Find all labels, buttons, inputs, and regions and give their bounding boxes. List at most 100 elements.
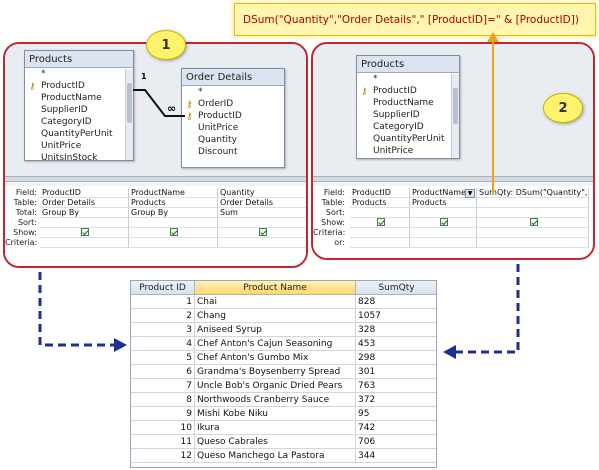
table-field[interactable]: Quantity [182, 134, 284, 146]
grid-cell-null[interactable] [129, 238, 218, 248]
table-field[interactable]: ProductName [357, 97, 459, 109]
grid-cell-field[interactable]: SumQty: DSum("Quantity","O [477, 188, 589, 198]
pane-splitter[interactable] [313, 176, 593, 182]
dropdown-arrow-button[interactable]: ▼ [465, 189, 475, 198]
show-checkbox[interactable] [81, 228, 89, 236]
table-field[interactable]: * [357, 73, 459, 85]
table-field[interactable]: * [182, 86, 284, 98]
table-field[interactable]: UnitPrice [357, 145, 459, 157]
grid-cell-show[interactable] [350, 218, 410, 228]
table-field[interactable]: ProductName [25, 92, 133, 104]
grid-cell-field[interactable]: ProductName [129, 188, 218, 198]
table-field[interactable]: SupplierID [357, 109, 459, 121]
grid-cell-null[interactable] [40, 238, 129, 248]
column-header-sumqty[interactable]: SumQty [356, 281, 436, 295]
column-header-product-name[interactable]: Product Name [195, 281, 356, 295]
grid-cell-sort[interactable] [129, 218, 218, 228]
grid-cell-sort[interactable] [40, 218, 129, 228]
grid-cell-field[interactable]: Quantity [218, 188, 306, 198]
field-name: * [198, 87, 203, 97]
grid-cell-total[interactable]: Sum [218, 208, 306, 218]
scrollbar[interactable] [125, 69, 133, 160]
show-checkbox[interactable] [376, 218, 385, 226]
grid-cell-sort[interactable] [218, 218, 306, 228]
grid-cell-null[interactable] [477, 238, 589, 248]
table-field[interactable]: UnitPrice [182, 122, 284, 134]
table-field[interactable]: Discount [182, 146, 284, 158]
field-name: ProductName [41, 93, 102, 103]
grid-cell-show[interactable] [218, 228, 306, 238]
grid-cell-show[interactable] [410, 218, 477, 228]
grid-cell-null[interactable] [350, 238, 410, 248]
grid-cell-show[interactable] [40, 228, 129, 238]
cell-product-name: Northwoods Cranberry Sauce [195, 393, 356, 407]
relationship-many-label: ∞ [167, 102, 177, 115]
cell-product-name: Chai [195, 295, 356, 309]
cell-product-id: 1 [131, 295, 195, 309]
grid-cell-table[interactable]: Products [350, 198, 410, 208]
grid-cell-total[interactable]: Group By [40, 208, 129, 218]
table-field[interactable]: CategoryID [25, 116, 133, 128]
table-field[interactable]: ⚷ProductID [182, 110, 284, 122]
table-field[interactable]: SupplierID [25, 104, 133, 116]
grid-cell-sort[interactable] [350, 208, 410, 218]
grid-cell-table[interactable] [477, 198, 589, 208]
grid-cell-show[interactable] [129, 228, 218, 238]
table-field[interactable]: UnitPrice [25, 140, 133, 152]
show-checkbox[interactable] [170, 228, 178, 236]
grid-cell-sort[interactable] [410, 208, 477, 218]
grid-cell-table[interactable]: Order Details [218, 198, 306, 208]
grid-cell-show[interactable] [477, 218, 589, 228]
grid-cell-null[interactable] [410, 238, 477, 248]
grid-cell-table[interactable]: Order Details [40, 198, 129, 208]
right-query-grid: Field:Table:Sort:Show:Criteria:or:Produc… [313, 186, 593, 258]
table-field[interactable]: ⚷ProductID [357, 85, 459, 97]
grid-cell-field[interactable]: ProductID [40, 188, 129, 198]
step-1-badge: 1 [146, 30, 186, 60]
table-field[interactable]: QuantityPerUnit [357, 133, 459, 145]
field-name: SupplierID [373, 110, 420, 120]
grid-cell-field[interactable]: ProductID [350, 188, 410, 198]
table-field[interactable]: * [25, 68, 133, 80]
grid-cell-null[interactable] [410, 228, 477, 238]
table-field[interactable]: QuantityPerUnit [25, 128, 133, 140]
grid-cell-null[interactable] [477, 228, 589, 238]
field-name: * [41, 69, 46, 79]
show-checkbox[interactable] [529, 218, 538, 226]
grid-row-label: Field: [323, 188, 345, 197]
table-field[interactable]: ⚷ProductID [25, 80, 133, 92]
table-field[interactable]: CategoryID [357, 121, 459, 133]
grid-cell-sort[interactable] [477, 208, 589, 218]
table-field[interactable]: UnitsInStock [25, 152, 133, 164]
show-checkbox[interactable] [259, 228, 267, 236]
grid-cell-field[interactable]: ProductName [410, 188, 477, 198]
grid-row-label: Field: [15, 188, 37, 197]
field-name: ProductID [373, 86, 417, 96]
scrollbar[interactable] [451, 74, 459, 158]
column-header-product-id[interactable]: Product ID [131, 281, 195, 295]
grid-cell-table[interactable]: Products [129, 198, 218, 208]
table-field[interactable]: ⚷OrderID [182, 98, 284, 110]
grid-cell-null[interactable] [350, 228, 410, 238]
cell-product-name: Queso Manchego La Pastora [195, 449, 356, 463]
grid-cell-total[interactable]: Group By [129, 208, 218, 218]
show-checkbox[interactable] [440, 218, 448, 226]
grid-cell-table[interactable]: Products [410, 198, 477, 208]
pane-splitter[interactable] [5, 176, 306, 182]
grid-cell-null[interactable] [218, 238, 306, 248]
